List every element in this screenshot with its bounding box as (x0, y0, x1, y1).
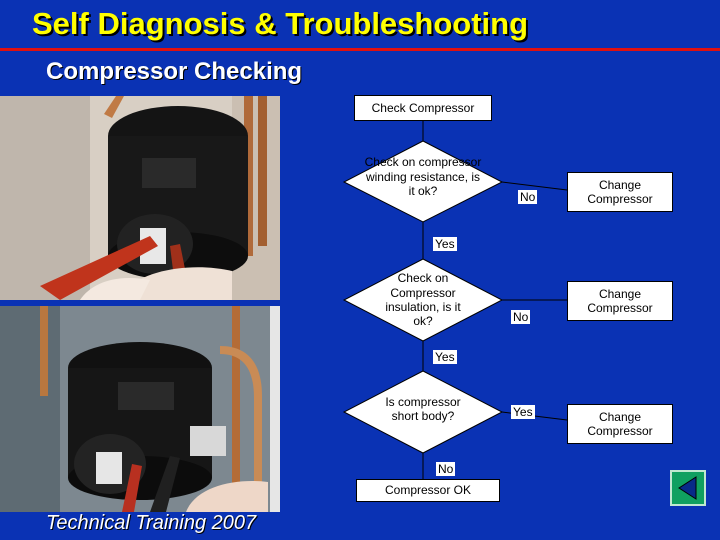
compressor-photo-insulation (0, 306, 280, 512)
decision-winding-text: Check on compressor winding resistance, … (364, 155, 482, 199)
slide-subtitle: Compressor Checking (46, 58, 303, 85)
decision-insulation-no: No (511, 310, 531, 324)
decision-short-body-no: No (436, 462, 456, 476)
decision-short-body-text: Is compressor short body? (385, 394, 461, 423)
decision-insulation-yes: Yes (433, 350, 457, 364)
decision-winding-no: No (518, 190, 538, 204)
decision-short-body-yes: Yes (511, 405, 535, 419)
action-change-compressor-3: Change Compressor (567, 404, 673, 444)
back-button[interactable] (670, 470, 706, 506)
start-node: Check Compressor (354, 95, 492, 121)
footer-text: Technical Training 2007 (46, 512, 257, 534)
title-divider (0, 48, 720, 51)
slide-title: Self Diagnosis & Troubleshooting (32, 6, 529, 41)
compressor-photo-winding (0, 96, 280, 300)
back-arrow-icon (678, 476, 697, 500)
end-node: Compressor OK (356, 479, 500, 502)
decision-insulation-text: Check on Compressor insulation, is it ok… (385, 271, 461, 329)
action-change-compressor-1: Change Compressor (567, 172, 673, 212)
action-change-compressor-2: Change Compressor (567, 281, 673, 321)
decision-winding-yes: Yes (433, 237, 457, 251)
